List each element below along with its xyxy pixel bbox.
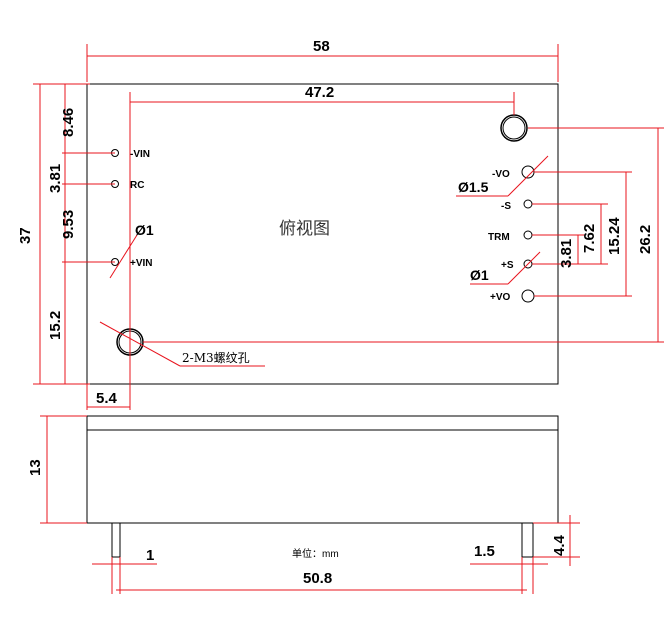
leader-pin-right-large: Ø1.5	[456, 155, 549, 197]
pin-label-rc: RC	[130, 180, 144, 191]
dim-label-total-width: 58	[313, 38, 330, 55]
dim-total-width: 58	[86, 38, 559, 82]
unit-label: 单位：mm	[292, 547, 339, 560]
dim-pin-dia-left: 1	[92, 547, 157, 594]
mounting-hole-top-right	[500, 114, 528, 142]
dim-label-hole-spacing: 47.2	[305, 84, 334, 101]
dim-label-953: 9.53	[60, 210, 77, 239]
dim-label-381-left: 3.81	[47, 164, 64, 193]
dim-label-152: 15.2	[47, 311, 64, 340]
dim-label-pin-dia-left: 1	[146, 547, 154, 564]
dim-label-262: 26.2	[637, 225, 654, 254]
pin-label-pos-s: +S	[501, 260, 514, 271]
dim-label-height: 37	[17, 227, 34, 244]
top-view-outline	[86, 83, 559, 385]
dim-26-2: 26.2	[143, 127, 664, 343]
leader-pin-right-small: Ø1	[470, 251, 541, 285]
dim-label-54: 5.4	[96, 390, 118, 407]
dim-label-pin-pitch: 50.8	[303, 570, 332, 587]
dim-7-62: 7.62	[532, 203, 608, 265]
dim-label-side-height: 13	[27, 459, 44, 476]
label-pin-right-small: Ø1	[470, 267, 489, 283]
label-pin-left-dia: Ø1	[135, 222, 154, 238]
label-pin-right-large: Ø1.5	[458, 179, 489, 195]
side-pin-right	[521, 522, 534, 558]
dim-label-381-right: 3.81	[558, 239, 575, 268]
dim-label-846: 8.46	[60, 108, 77, 137]
pin-label-neg-s: -S	[501, 201, 511, 212]
dim-label-1524: 15.24	[606, 217, 623, 255]
pin-label-pos-vin: +VIN	[130, 258, 153, 269]
pin-label-trm: TRM	[488, 232, 510, 243]
pin-label-pos-vo: +VO	[490, 292, 511, 303]
side-view	[86, 415, 559, 524]
dim-pin-pitch: 50.8	[116, 570, 527, 591]
dim-15-24: 15.24	[534, 171, 632, 297]
dim-label-pin-dia-right: 1.5	[474, 543, 495, 560]
dim-3-81-right: 3.81	[532, 234, 584, 268]
pin-label-neg-vin: -VIN	[130, 149, 150, 160]
leader-pin-left-dia: Ø1	[109, 222, 154, 279]
dim-pin-dia-right: 1.5	[470, 543, 548, 594]
dim-hole-spacing: 47.2	[129, 84, 515, 410]
dim-5-4: 5.4	[86, 384, 130, 410]
label-hole-note: 2-M3螺纹孔	[182, 351, 250, 365]
dim-label-762: 7.62	[581, 224, 598, 253]
dim-height: 37	[17, 83, 90, 385]
dim-ticks-left	[62, 84, 115, 384]
pin-label-neg-vo: -VO	[492, 169, 510, 180]
leader-mounting-hole: 2-M3螺纹孔	[99, 321, 265, 367]
view-title: 俯视图	[279, 219, 330, 239]
side-pin-left	[111, 522, 121, 558]
dim-pin-length: 4.4	[533, 515, 580, 566]
dim-side-height: 13	[27, 415, 87, 524]
dim-label-pin-length: 4.4	[551, 534, 568, 556]
